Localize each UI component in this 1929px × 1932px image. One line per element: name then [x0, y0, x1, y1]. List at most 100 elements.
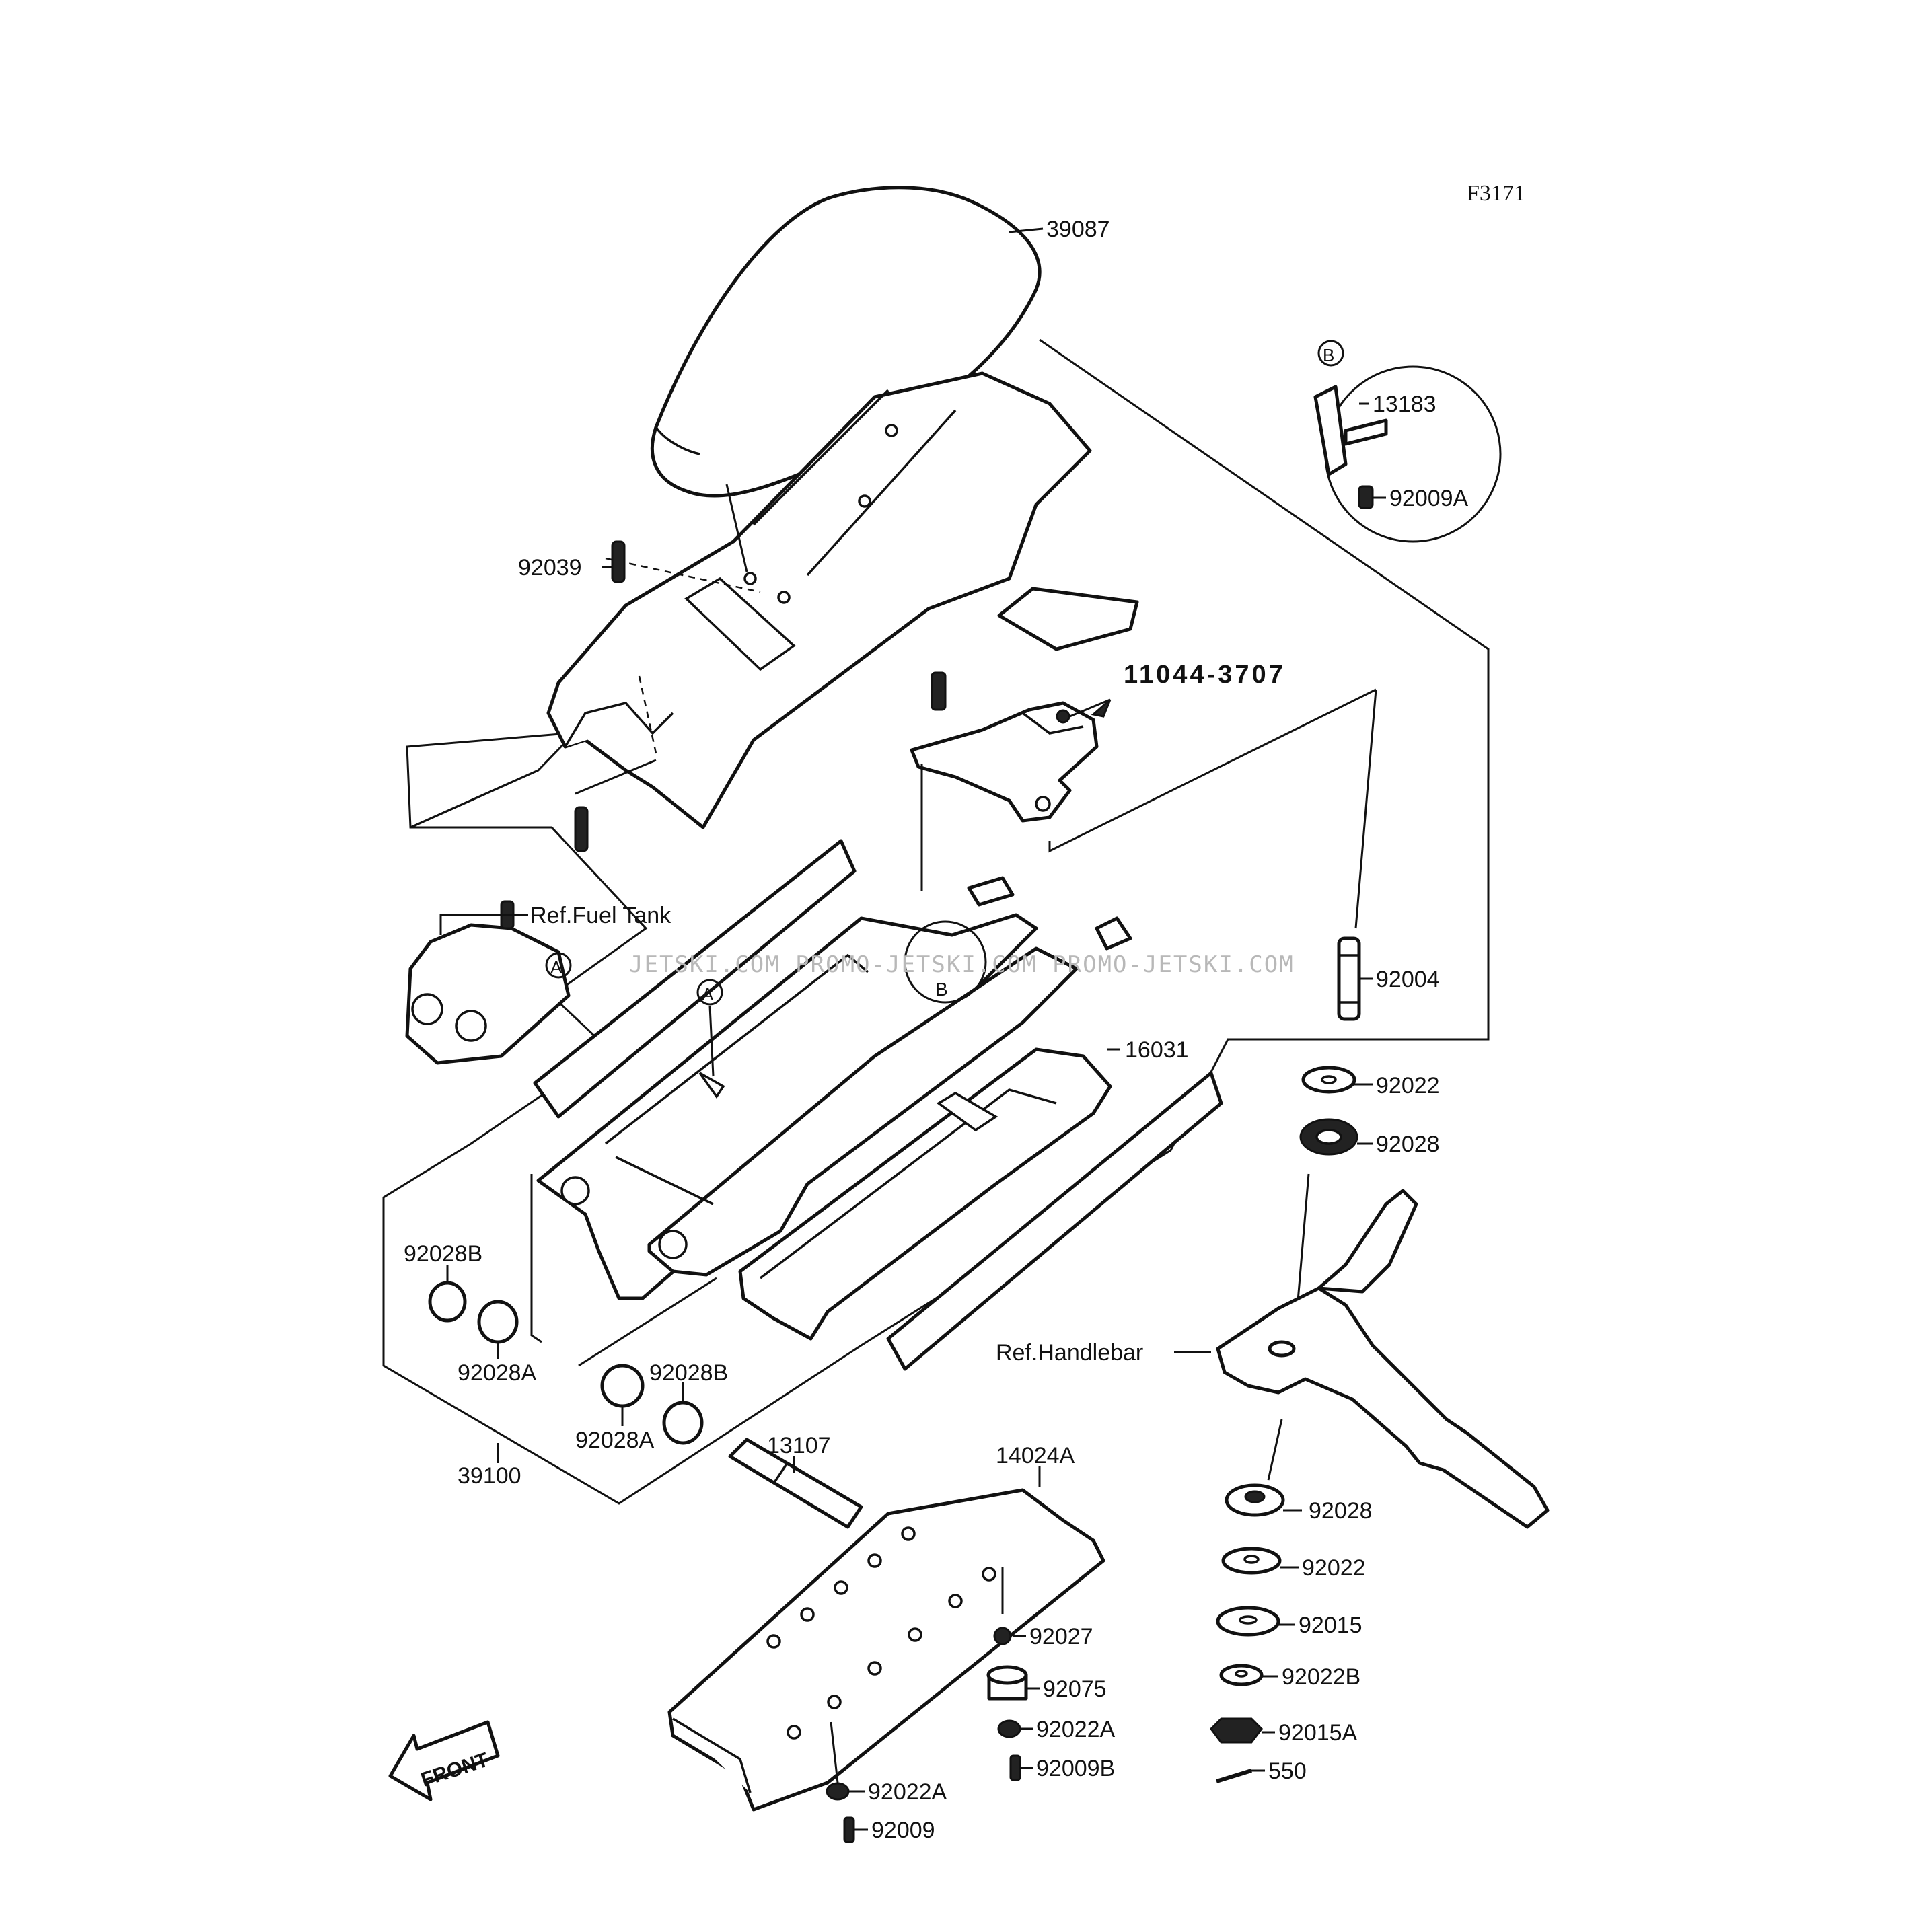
bracket-13183: [1313, 385, 1388, 476]
leader: [1267, 1419, 1283, 1481]
detail-b-marker: [904, 920, 987, 1004]
label-39100: 39100: [458, 1463, 521, 1489]
plate-edge: [672, 1717, 752, 1793]
leader-stud: [1354, 689, 1377, 929]
label-92009B: 92009B: [1036, 1756, 1115, 1781]
small-block: [967, 876, 1015, 907]
seat-edge: [655, 426, 700, 455]
clip: [698, 1072, 725, 1099]
leader: [1009, 227, 1044, 233]
bracket-hole: [1056, 709, 1070, 724]
bracket-11044-3707: [910, 701, 1099, 823]
callout-a-left: [545, 952, 572, 979]
label-92015A: 92015A: [1278, 1720, 1358, 1746]
seat-base-hole: [777, 591, 791, 604]
label-92022A-bot: 92022A: [868, 1779, 947, 1805]
leader: [439, 914, 528, 935]
label-92028B-left: 92028B: [404, 1241, 482, 1267]
screw-92009B: [1009, 1754, 1021, 1781]
callout-b-top: [1317, 340, 1344, 367]
label-92022-bot: 92022: [1302, 1555, 1366, 1581]
nut-92015A: [1210, 1717, 1263, 1744]
spring-core: [1244, 1490, 1266, 1503]
label-92028-top: 92028: [1376, 1131, 1440, 1157]
rail-pivot: [658, 1230, 688, 1259]
side-strip-right: [886, 1071, 1223, 1371]
seat-base-front: [564, 702, 674, 747]
screw-92009: [843, 1816, 855, 1843]
label-92004: 92004: [1376, 967, 1440, 992]
spring-hole: [1315, 1129, 1342, 1145]
seat-base-hole: [743, 572, 757, 585]
label-13183: 13183: [1373, 392, 1436, 417]
front-arrow: FRONT: [388, 1720, 500, 1801]
rivet-lower: [574, 806, 589, 852]
plate-14024A: [667, 1488, 1105, 1812]
bushing-92028A-left: [477, 1300, 519, 1344]
label-92022-top: 92022: [1376, 1073, 1440, 1099]
label-14024A: 14024A: [996, 1443, 1075, 1469]
seat-base-recess: [684, 577, 796, 671]
bushing-92028A-mid: [600, 1364, 645, 1408]
bracket-eye: [411, 993, 443, 1025]
hidden-line: [605, 557, 761, 593]
washer-hole: [1243, 1555, 1260, 1564]
label-92022A-right: 92022A: [1036, 1717, 1116, 1742]
seat-leader: [725, 484, 748, 572]
label-13107: 13107: [767, 1433, 831, 1458]
plate-hole: [800, 1607, 815, 1622]
rail-detail: [604, 953, 869, 1145]
leader: [578, 1277, 717, 1367]
plate-hole: [867, 1661, 882, 1676]
seat-base-hole: [885, 424, 898, 437]
plate-hole: [766, 1634, 781, 1649]
handlebar: [1216, 1286, 1550, 1529]
rail-pivot: [560, 1176, 590, 1205]
nut-92022A-bot: [826, 1782, 850, 1801]
label-92015: 92015: [1299, 1612, 1362, 1638]
rivet-92039: [611, 540, 626, 583]
callout-a-left-label: A: [550, 957, 562, 977]
pad-notch: [936, 1091, 998, 1132]
label-92028A-left: 92028A: [458, 1360, 537, 1386]
label-16031: 16031: [1125, 1037, 1189, 1063]
leader-bracket: [1048, 688, 1377, 853]
washer-hole: [1239, 1615, 1258, 1625]
callout-b-marker: B: [935, 979, 948, 1000]
frame-rail-inner: [647, 946, 1079, 1277]
plate-hole: [982, 1567, 996, 1582]
label-92028-bot: 92028: [1309, 1498, 1373, 1524]
hidden-line: [638, 675, 657, 754]
label-92009: 92009: [871, 1818, 935, 1843]
tube-13107: [728, 1438, 863, 1529]
label-92028B-mid: 92028B: [649, 1360, 728, 1386]
label-550: 550: [1268, 1758, 1307, 1784]
plate-hole: [787, 1725, 801, 1740]
label-39087: 39087: [1046, 217, 1110, 242]
callout-a-mid: [696, 979, 723, 1006]
small-block: [1095, 916, 1132, 951]
label-ref-handlebar: Ref.Handlebar: [996, 1340, 1143, 1366]
arrow-11044: [1069, 698, 1111, 718]
plate-hole: [827, 1695, 842, 1709]
handlebar-grip-left: [1317, 1189, 1418, 1294]
nut-92022A-right: [997, 1719, 1021, 1738]
washer-hole: [1321, 1075, 1337, 1084]
seat-base-hole: [858, 494, 871, 508]
leader: [575, 759, 657, 795]
label-92027: 92027: [1029, 1624, 1093, 1649]
cross-tube: [615, 1156, 714, 1205]
screw-92009A: [1358, 485, 1374, 509]
seat-base: [546, 371, 1092, 829]
damper-top: [986, 1665, 1028, 1685]
pad-detail: [759, 1088, 1057, 1279]
callout-b-top-label: B: [1323, 345, 1334, 365]
nut-92027: [993, 1627, 1012, 1645]
bracket-detail: [1021, 712, 1084, 735]
bolt-bracket: [931, 671, 947, 711]
fuel-tank-bracket: [405, 923, 571, 1065]
handlebar-hub: [1268, 1340, 1296, 1358]
plate-hole: [901, 1526, 916, 1541]
